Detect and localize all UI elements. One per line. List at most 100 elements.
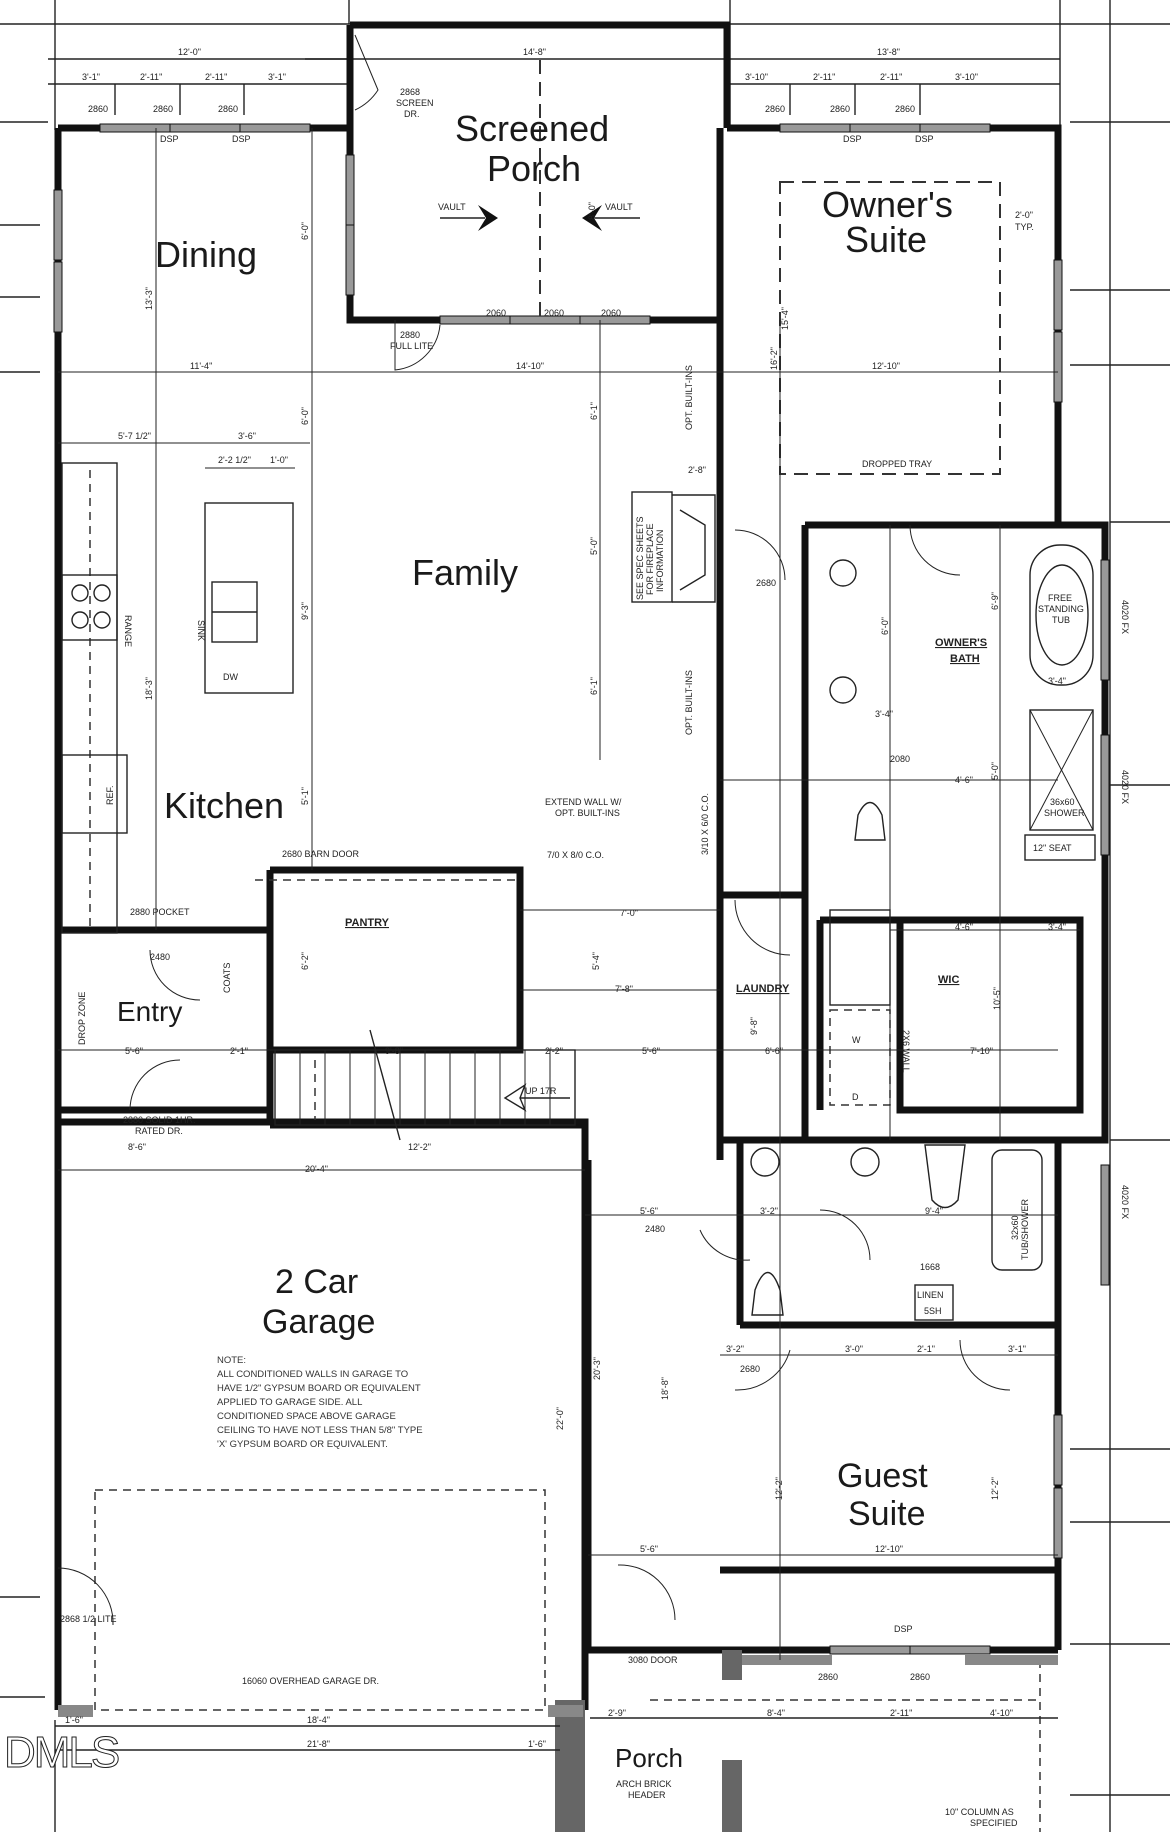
window-label: 2860 [830, 104, 850, 114]
label: DSP [894, 1624, 913, 1634]
dim-label: 2'-2" [545, 1046, 563, 1056]
label: D [852, 1092, 859, 1102]
room-label-laundry: LAUNDRY [736, 983, 790, 995]
dim-label: 13'-3" [144, 287, 154, 310]
label: EXTEND WALL W/ [545, 797, 622, 807]
dim-label: 11'-4" [190, 361, 212, 371]
label: ARCH BRICK [616, 1779, 672, 1789]
label: 16060 OVERHEAD GARAGE DR. [242, 1676, 379, 1686]
dim-seg: 2'-11" [813, 72, 835, 82]
dim-label: 10'-5" [992, 987, 1002, 1010]
note-line: HAVE 1/2" GYPSUM BOARD OR EQUIVALENT [217, 1383, 421, 1394]
label: 3080 DOOR [628, 1655, 678, 1665]
note-line: ALL CONDITIONED WALLS IN GARAGE TO [217, 1369, 408, 1380]
room-label-owners-bath-l1: OWNER'S [935, 637, 987, 649]
label: 2860 [910, 1672, 930, 1682]
dim-label: 3'-4" [875, 709, 893, 719]
label: 2868 [400, 87, 420, 97]
dim-label: 6'-0" [300, 407, 310, 425]
room-label-garage-l2: Garage [262, 1303, 375, 1341]
note-line: CEILING TO HAVE NOT LESS THAN 5/8" TYPE [217, 1425, 423, 1436]
label: STANDING [1038, 604, 1084, 614]
label: 2060 [486, 308, 506, 318]
label: FULL LITE [390, 341, 433, 351]
label: TUB [1052, 615, 1070, 625]
dim-label: 6'-0" [880, 617, 890, 635]
label: DROPPED TRAY [862, 459, 932, 469]
room-label-guest-suite-l2: Suite [848, 1495, 926, 1533]
dim-label: 5'-6" [642, 1046, 660, 1056]
label: 2860 [818, 1672, 838, 1682]
bath-fixtures [750, 544, 1096, 1321]
label: COATS [222, 963, 232, 993]
windows [53, 123, 1110, 1655]
dim-label: 1'-6" [65, 1715, 83, 1725]
label: HEADER [628, 1790, 666, 1800]
label: DSP [160, 134, 179, 144]
label: 10" COLUMN AS [945, 1807, 1014, 1817]
window-label: 2860 [88, 104, 108, 114]
label: SINK [196, 620, 206, 641]
dim-label: 2'-8" [688, 465, 706, 475]
label: FOR FIREPLACE [645, 523, 655, 595]
interior-dimensions: 11'-4" 14'-10" 12'-10" 5'-7 1/2" 3'-6" 2… [118, 202, 1066, 1554]
label: 4020 FX [1120, 770, 1130, 804]
note-line: APPLIED TO GARAGE SIDE. ALL [217, 1397, 362, 1408]
dim-label: 9'-8" [385, 1046, 403, 1056]
dim-seg: 3'-10" [955, 72, 978, 82]
freestanding-tub [1029, 544, 1094, 686]
label: OPT. BUILT-INS [555, 808, 620, 818]
dim-label: 2'-1" [917, 1344, 935, 1354]
label: LINEN [917, 1290, 944, 1300]
note-line: 'X' GYPSUM BOARD OR EQUIVALENT. [217, 1439, 388, 1450]
room-label-wic: WIC [938, 974, 959, 986]
dim-label: 15'-4" [780, 307, 790, 330]
dim-label: 12'-2" [408, 1142, 431, 1152]
dim-label: 2'-2 1/2" [218, 455, 251, 465]
dim-label: 3'-6" [238, 431, 256, 441]
note-line: CONDITIONED SPACE ABOVE GARAGE [217, 1411, 396, 1422]
label: DSP [843, 134, 862, 144]
dim-label: 6'-2" [300, 952, 310, 970]
room-label-entry: Entry [117, 996, 182, 1027]
label: 2060 [544, 308, 564, 318]
label: INFORMATION [655, 530, 665, 592]
dim-label: 18'-3" [144, 677, 154, 700]
island [204, 502, 294, 694]
range [61, 574, 118, 641]
window-label: 2860 [153, 104, 173, 114]
exterior-walls [54, 21, 1109, 1714]
dim-label: 16'-2" [769, 347, 779, 370]
room-label-porch: Porch [615, 1743, 683, 1773]
dim-label: 14'-10" [516, 361, 544, 371]
room-label-guest-suite-l1: Guest [837, 1457, 928, 1495]
label: 7/0 X 8/0 C.O. [547, 850, 604, 860]
label: DW [223, 672, 238, 682]
watermark-logo: DMLS [3, 1728, 120, 1778]
label: UP 17R [525, 1086, 557, 1096]
shower [1029, 709, 1094, 831]
dim-label: 1'-0" [270, 455, 288, 465]
dim-label: 3'-2" [726, 1344, 744, 1354]
dim-label: 5'-6" [125, 1046, 143, 1056]
label: 2680 BARN DOOR [282, 849, 360, 859]
dim-porch-width: 14'-8" [523, 47, 546, 57]
dim-label: 6'-1" [589, 402, 599, 420]
window-label: 2860 [218, 104, 238, 114]
brick-masonry [58, 1650, 1058, 1832]
room-label-owners-bath-l2: BATH [950, 653, 980, 665]
garage-note: NOTE: ALL CONDITIONED WALLS IN GARAGE TO… [217, 1355, 423, 1450]
dim-label: 6'-9" [990, 592, 1000, 610]
label: 2080 [890, 754, 910, 764]
label: VAULT [438, 202, 466, 212]
room-label-owners-suite-l2: Suite [845, 219, 927, 260]
vault-arrows [440, 205, 640, 231]
label: 12" SEAT [1033, 843, 1072, 853]
note-line: NOTE: [217, 1355, 246, 1366]
label: 2680 [756, 578, 776, 588]
door-swings [57, 34, 1011, 1626]
label: 2680 [740, 1364, 760, 1374]
dim-label: 2'-1" [230, 1046, 248, 1056]
dim-label: 18'-8" [660, 1377, 670, 1400]
